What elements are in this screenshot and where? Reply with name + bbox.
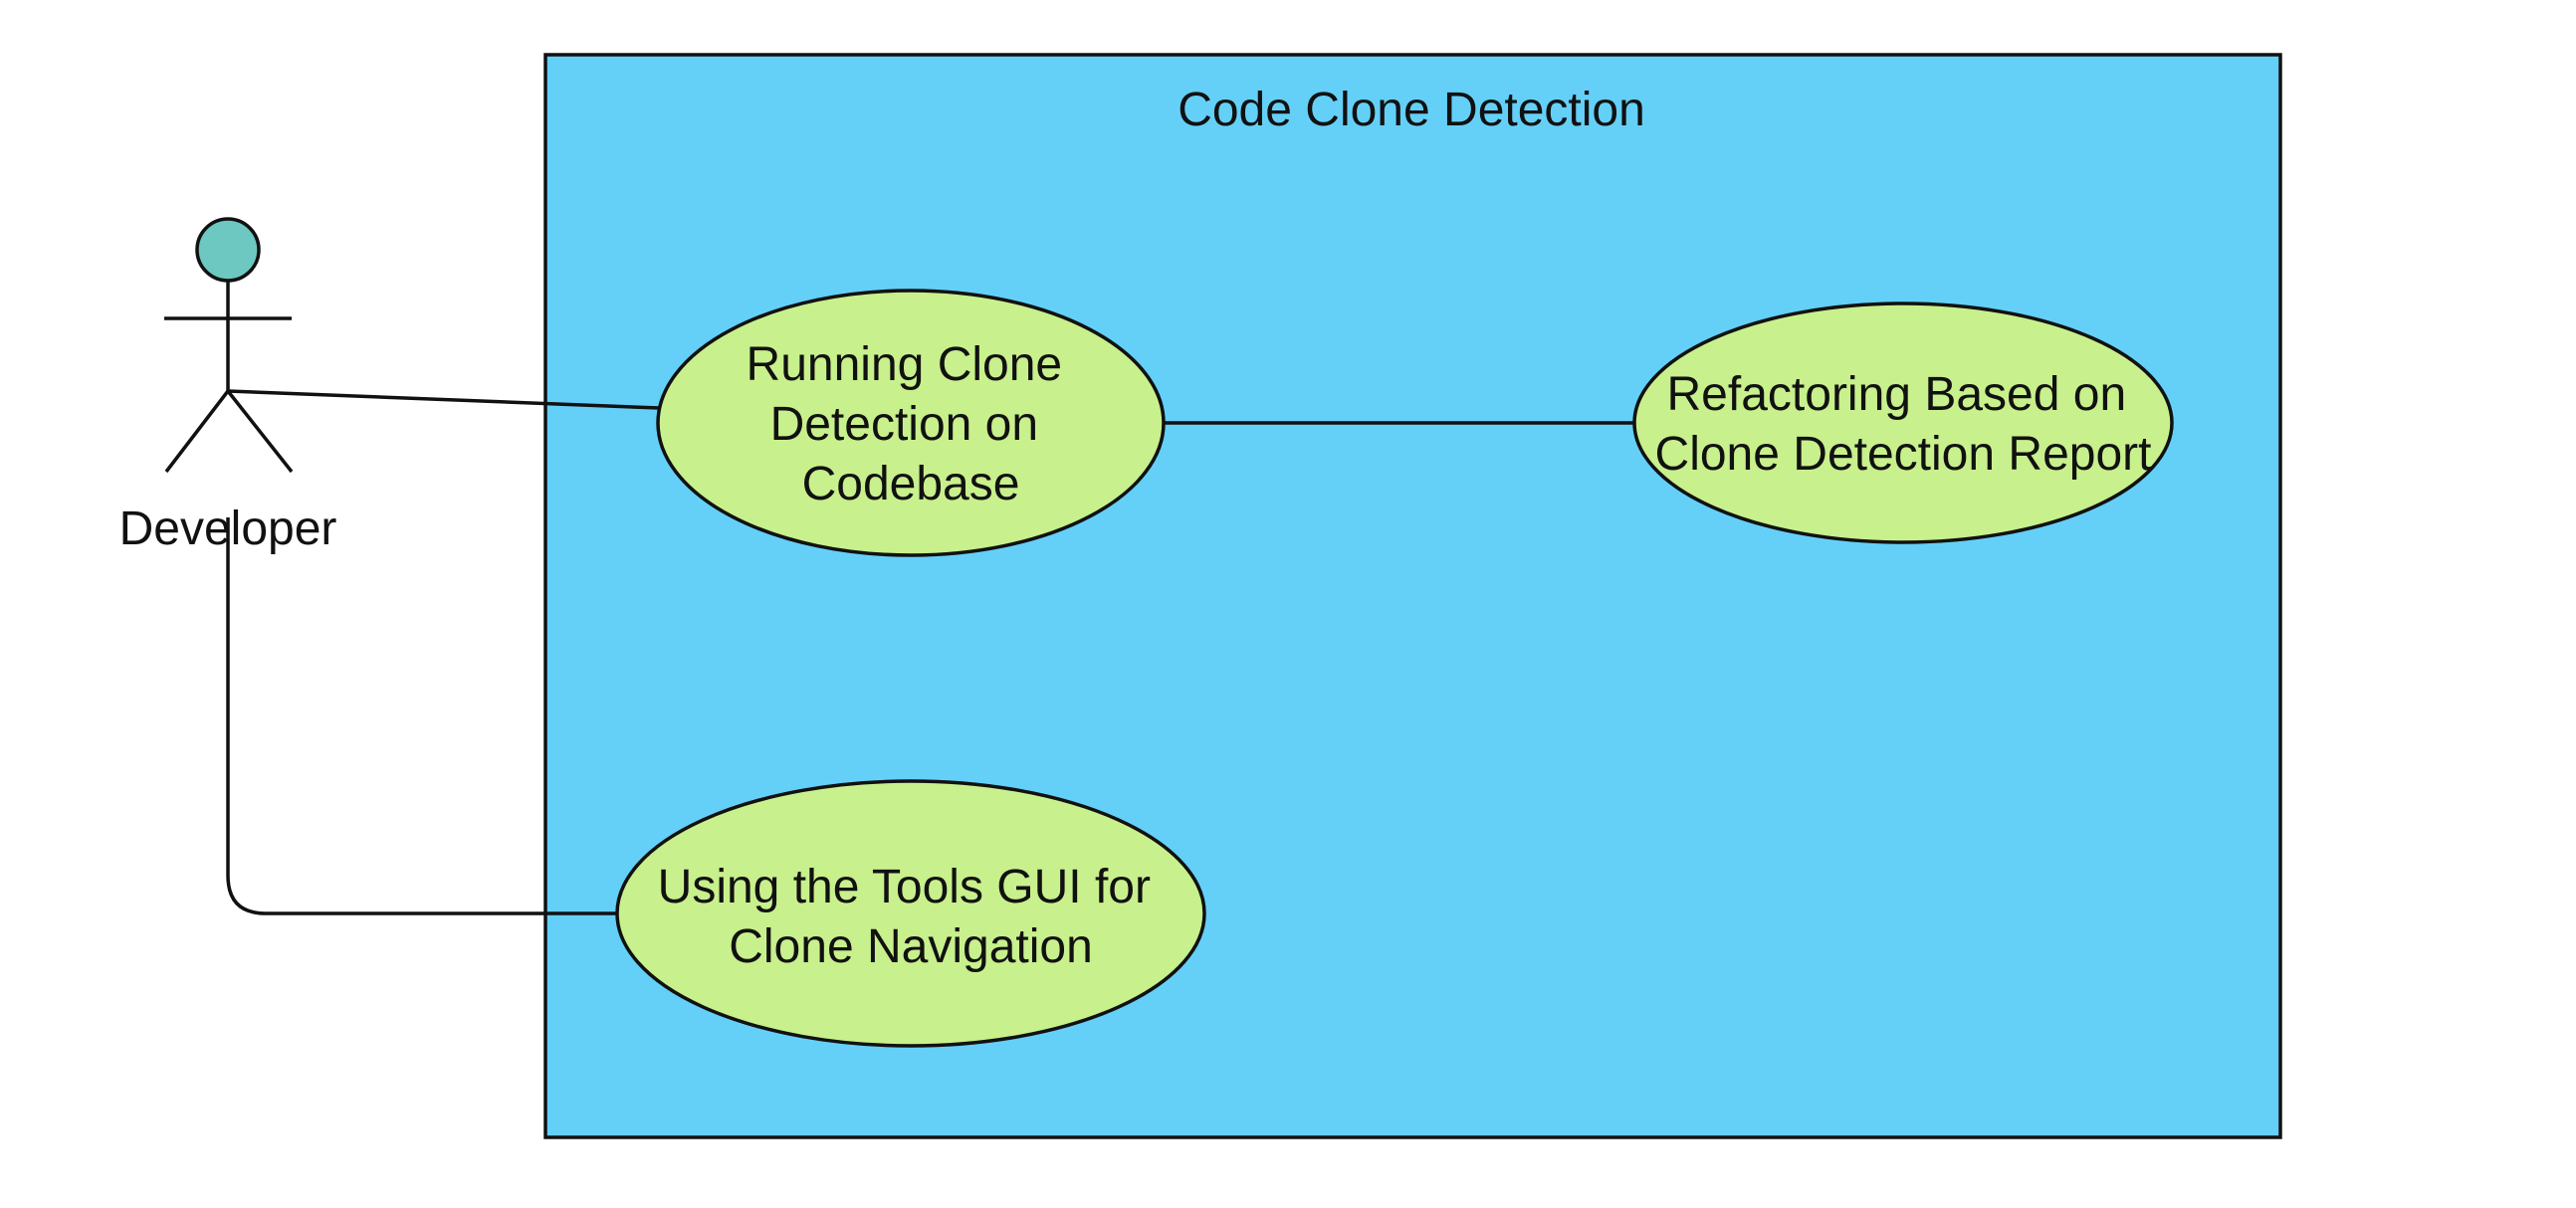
actor-label: Developer [119, 503, 337, 555]
actor-head [195, 217, 261, 283]
use-case-refactoring[interactable]: Refactoring Based on Clone Detection Rep… [1632, 302, 2174, 544]
use-case-ellipse [615, 779, 1206, 1048]
actor-right-leg [226, 389, 294, 474]
use-case-label-line: Using the Tools GUI for [658, 861, 1151, 913]
use-case-label-line: Clone Navigation [729, 920, 1093, 973]
use-case-label: Running Clone Detection on Codebase [747, 338, 1076, 510]
use-case-tools-gui[interactable]: Using the Tools GUI for Clone Navigation [615, 779, 1206, 1048]
use-case-label-line: Refactoring Based on [1667, 368, 2127, 421]
use-case-ellipse [1632, 302, 2174, 544]
use-case-ellipse [656, 289, 1166, 557]
system-title: Code Clone Detection [1178, 84, 1645, 136]
actor-developer[interactable]: Developer [119, 217, 337, 555]
use-case-label: Using the Tools GUI for Clone Navigation [658, 861, 1165, 973]
use-case-label-line: Codebase [802, 458, 1020, 510]
association-actor-running-clone-detection [227, 389, 660, 410]
use-case-label-line: Detection on [770, 398, 1039, 451]
use-case-label-line: Running Clone [747, 338, 1063, 391]
association-actor-tools-gui [226, 517, 617, 915]
use-case-label: Refactoring Based on Clone Detection Rep… [1655, 368, 2152, 481]
use-case-running-clone-detection[interactable]: Running Clone Detection on Codebase [656, 289, 1166, 557]
use-case-label-line: Clone Detection Report [1655, 428, 2152, 481]
actor-left-leg [164, 389, 230, 474]
